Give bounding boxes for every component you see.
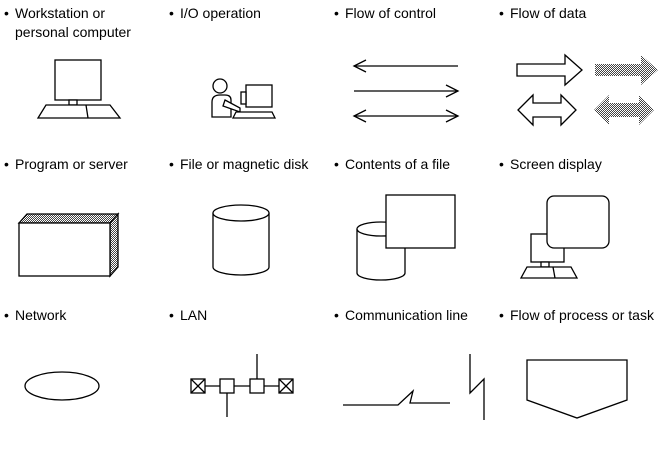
legend-item-flow-of-control: • Flow of control: [330, 0, 495, 151]
legend-label: Program or server: [15, 156, 128, 172]
legend-item-file-contents: • Contents of a file: [330, 151, 495, 302]
legend-label: I/O operation: [180, 5, 261, 21]
bullet: •: [334, 307, 339, 323]
screen-display-icon: [519, 195, 610, 279]
legend-label: Contents of a file: [345, 156, 451, 172]
process-flow-icon: [526, 359, 628, 419]
legend-label: File or magnetic disk: [180, 156, 309, 172]
legend-item-lan: • LAN: [165, 302, 330, 453]
flow-of-control-icon: [352, 59, 460, 123]
legend-label: LAN: [180, 307, 208, 323]
legend-item-io-operation: • I/O operation: [165, 0, 330, 151]
magnetic-disk-icon: [212, 204, 270, 276]
program-server-icon: [17, 212, 120, 278]
bullet: •: [499, 156, 504, 172]
flow-of-data-icon: [516, 53, 658, 127]
bullet: •: [169, 156, 174, 172]
legend-label: Network: [15, 307, 67, 323]
legend-item-network: • Network: [0, 302, 165, 453]
bullet: •: [499, 5, 504, 21]
lan-icon: [190, 354, 294, 417]
legend-label: Workstation or personal computer: [15, 5, 131, 40]
bullet: •: [499, 307, 504, 323]
legend-item-magnetic-disk: • File or magnetic disk: [165, 151, 330, 302]
legend-label: Flow of control: [345, 5, 437, 21]
legend-item-program-server: • Program or server: [0, 151, 165, 302]
legend-label: Communication line: [345, 307, 468, 323]
legend-label: Flow of data: [510, 5, 587, 21]
legend-item-flow-of-data: • Flow of data: [495, 0, 660, 151]
bullet: •: [4, 307, 9, 323]
bullet: •: [4, 5, 9, 21]
bullet: •: [169, 307, 174, 323]
workstation-icon: [36, 59, 122, 119]
network-icon: [24, 371, 100, 401]
file-contents-icon: [356, 194, 456, 281]
legend-label: Flow of process or task: [510, 307, 654, 323]
legend-item-communication-line: • Communication line: [330, 302, 495, 453]
communication-line-icon: [343, 354, 485, 420]
bullet: •: [334, 5, 339, 21]
legend-label: Screen display: [510, 156, 602, 172]
legend-item-screen-display: • Screen display: [495, 151, 660, 302]
bullet: •: [4, 156, 9, 172]
bullet: •: [334, 156, 339, 172]
legend-item-process-flow: • Flow of process or task: [495, 302, 660, 453]
legend-item-workstation: • Workstation or personal computer: [0, 0, 165, 151]
bullet: •: [169, 5, 174, 21]
io-operation-icon: [211, 78, 277, 119]
